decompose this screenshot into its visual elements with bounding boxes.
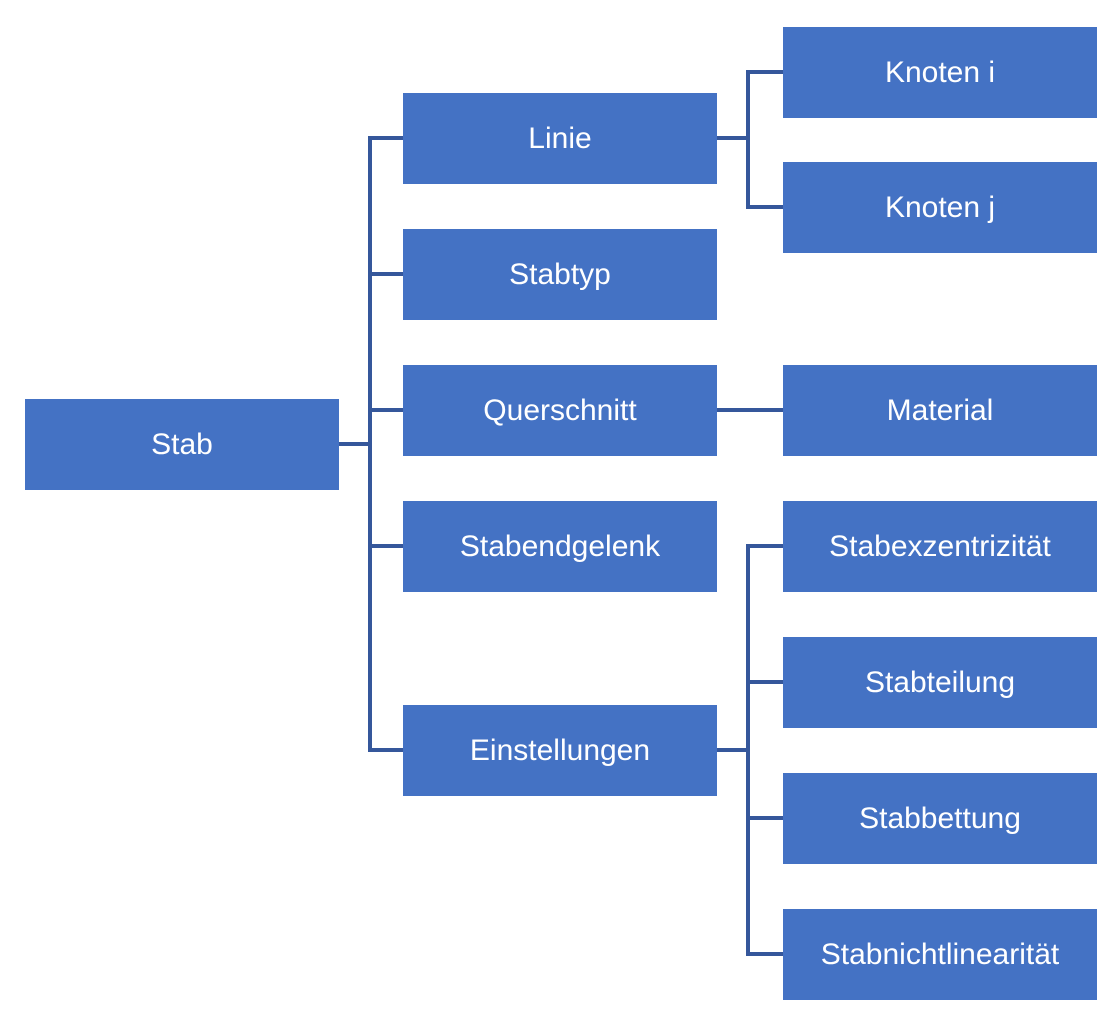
connector-trunk-level2 — [368, 136, 372, 752]
node-material: Material — [783, 365, 1097, 456]
node-stab: Stab — [25, 399, 339, 490]
node-stabnichtlinearitaet: Stabnichtlinearität — [783, 909, 1097, 1000]
node-linie: Linie — [403, 93, 717, 184]
connector-trunk-to-stabnichtlinearitaet — [746, 952, 783, 956]
connector-trunk-to-stabbettung — [746, 816, 783, 820]
connector-trunk-to-stabexzentrizitaet — [746, 544, 783, 548]
connector-trunk-to-stabtyp — [368, 272, 403, 276]
connector-stab-to-trunk — [339, 442, 372, 446]
connector-trunk-to-knoten-j — [746, 205, 783, 209]
node-knoten-i: Knoten i — [783, 27, 1097, 118]
connector-trunk-to-querschnitt — [368, 408, 403, 412]
node-knoten-j: Knoten j — [783, 162, 1097, 253]
node-stabteilung: Stabteilung — [783, 637, 1097, 728]
connector-trunk-to-knoten-i — [746, 70, 783, 74]
connector-trunk-linie-children — [746, 70, 750, 209]
connector-trunk-to-stabteilung — [746, 680, 783, 684]
connector-trunk-to-stabendgelenk — [368, 544, 403, 548]
connector-querschnitt-to-material — [717, 408, 783, 412]
connector-trunk-einstellungen-children — [746, 544, 750, 956]
node-stabtyp: Stabtyp — [403, 229, 717, 320]
node-stabbettung: Stabbettung — [783, 773, 1097, 864]
connector-linie-to-trunk — [717, 136, 750, 140]
node-stabendgelenk: Stabendgelenk — [403, 501, 717, 592]
node-stabexzentrizitaet: Stabexzentrizität — [783, 501, 1097, 592]
node-einstellungen: Einstellungen — [403, 705, 717, 796]
connector-einstellungen-to-trunk — [717, 748, 750, 752]
connector-trunk-to-einstellungen — [368, 748, 403, 752]
connector-trunk-to-linie — [368, 136, 403, 140]
node-querschnitt: Querschnitt — [403, 365, 717, 456]
